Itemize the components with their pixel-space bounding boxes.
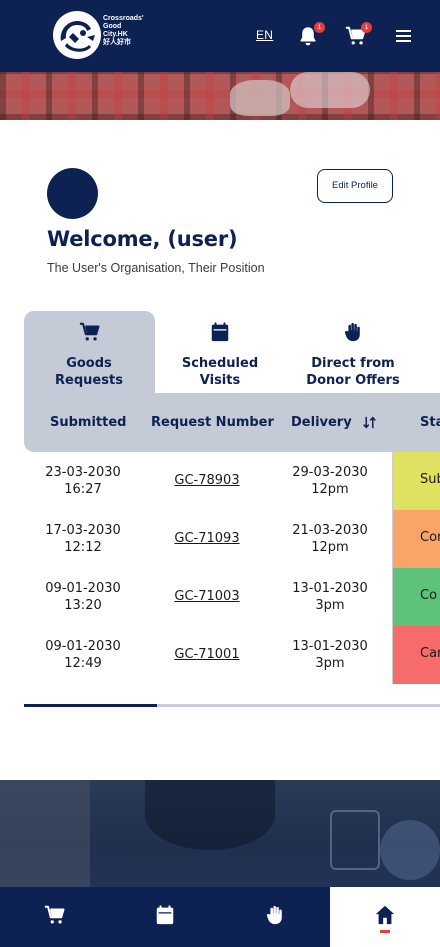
- column-submitted[interactable]: Submitted: [50, 415, 127, 430]
- cart-count-badge: 1: [361, 22, 372, 33]
- delivery-cell: 13-01-2030 3pm: [285, 580, 375, 614]
- submitted-time: 12:12: [64, 540, 102, 555]
- request-number-link[interactable]: GC-71003: [174, 589, 240, 604]
- submitted-cell: 23-03-2030 16:27: [38, 464, 128, 498]
- submitted-time: 12:49: [64, 656, 102, 671]
- status-badge: Co: [392, 568, 440, 626]
- delivery-date: 13-01-2030: [292, 639, 368, 654]
- footer-decoration: [0, 780, 90, 887]
- edit-profile-button[interactable]: Edit Profile: [317, 169, 393, 203]
- submitted-date: 09-01-2030: [45, 639, 121, 654]
- delivery-time: 12pm: [311, 540, 349, 555]
- language-toggle[interactable]: EN: [256, 28, 274, 42]
- tab-scheduled-visits[interactable]: Scheduled Visits: [155, 311, 285, 393]
- active-indicator: [380, 930, 390, 933]
- footer-decoration: [330, 810, 380, 870]
- banner-decoration: [230, 80, 290, 116]
- scrollbar-thumb[interactable]: [24, 704, 157, 707]
- calendar-icon: [156, 905, 174, 925]
- delivery-time: 3pm: [315, 656, 345, 671]
- hamburger-line: [396, 34, 411, 37]
- submitted-time: 16:27: [64, 482, 102, 497]
- tab-goods-requests[interactable]: Goods Requests: [24, 311, 155, 393]
- request-number-link[interactable]: GC-71001: [174, 647, 240, 662]
- horizontal-scrollbar[interactable]: [24, 704, 440, 707]
- delivery-cell: 21-03-2030 12pm: [285, 522, 375, 556]
- submitted-date: 23-03-2030: [45, 465, 121, 480]
- column-delivery[interactable]: Delivery: [291, 415, 377, 430]
- sort-icon[interactable]: [362, 415, 377, 430]
- tab-label: Goods Requests: [55, 356, 123, 388]
- hamburger-line: [396, 39, 411, 42]
- status-text: Cor: [420, 530, 440, 545]
- menu-button[interactable]: [396, 30, 411, 42]
- submitted-cell: 09-01-2030 12:49: [38, 638, 128, 672]
- submitted-date: 09-01-2030: [45, 581, 121, 596]
- submitted-cell: 17-03-2030 12:12: [38, 522, 128, 556]
- app-header: Crossroads' Good City.HK 好人好市 EN 1 1: [0, 0, 440, 72]
- calendar-icon: [211, 322, 229, 342]
- notifications-count-badge: 1: [314, 22, 325, 33]
- dragon-logo-icon: [53, 11, 101, 59]
- column-status[interactable]: Sta: [420, 415, 440, 430]
- submitted-cell: 09-01-2030 13:20: [38, 580, 128, 614]
- status-text: Car: [420, 646, 440, 661]
- footer-decoration: [145, 780, 275, 850]
- banner-decoration: [290, 72, 370, 108]
- status-badge: Car: [392, 626, 440, 684]
- status-text: Sub: [420, 472, 440, 487]
- nav-donor-offers[interactable]: [220, 887, 330, 947]
- table-row[interactable]: 09-01-2030 12:49 GC-71001 13-01-2030 3pm C…: [24, 626, 440, 684]
- bell-icon: [300, 27, 316, 46]
- hamburger-icon: [396, 30, 411, 32]
- home-icon: [375, 905, 395, 925]
- delivery-time: 12pm: [311, 482, 349, 497]
- delivery-cell: 13-01-2030 3pm: [285, 638, 375, 672]
- request-number-link[interactable]: GC-71093: [174, 531, 240, 546]
- cart-icon: [44, 905, 65, 924]
- crossroads-logo[interactable]: Crossroads' Good City.HK 好人好市: [53, 11, 145, 61]
- delivery-time: 3pm: [315, 598, 345, 613]
- footer-image: [0, 780, 440, 887]
- tab-label: Direct from Donor Offers: [306, 356, 400, 388]
- cart-icon: [79, 322, 100, 341]
- logo-text: Crossroads' Good City.HK 好人好市: [103, 15, 144, 46]
- status-badge: Cor: [392, 510, 440, 568]
- submitted-date: 17-03-2030: [45, 523, 121, 538]
- delivery-cell: 29-03-2030 12pm: [285, 464, 375, 498]
- nav-goods-requests[interactable]: [0, 887, 110, 947]
- table-row[interactable]: 09-01-2030 13:20 GC-71003 13-01-2030 3pm C…: [24, 568, 440, 626]
- notifications-button[interactable]: 1: [297, 22, 325, 47]
- column-request-number[interactable]: Request Number: [151, 415, 274, 430]
- nav-scheduled-visits[interactable]: [110, 887, 220, 947]
- tab-label: Scheduled Visits: [181, 356, 259, 388]
- submitted-time: 13:20: [64, 598, 102, 613]
- footer-decoration: [380, 820, 440, 880]
- hand-icon: [266, 905, 282, 925]
- cart-button[interactable]: 1: [345, 22, 372, 47]
- organisation-text: The User's Organisation, Their Position: [47, 261, 265, 275]
- table-header: Submitted Request Number Delivery Sta: [24, 393, 440, 452]
- tab-direct-donor-offers[interactable]: Direct from Donor Offers: [285, 311, 420, 393]
- nav-home[interactable]: [330, 887, 440, 947]
- delivery-date: 21-03-2030: [292, 523, 368, 538]
- status-badge: Sub: [392, 452, 440, 510]
- bottom-navigation: [0, 887, 440, 947]
- avatar: [47, 168, 98, 219]
- delivery-date: 29-03-2030: [292, 465, 368, 480]
- welcome-heading: Welcome, (user): [47, 227, 238, 251]
- request-number-link[interactable]: GC-78903: [174, 473, 240, 488]
- hand-icon: [344, 322, 360, 342]
- delivery-date: 13-01-2030: [292, 581, 368, 596]
- status-text: Co: [420, 588, 438, 603]
- column-delivery-label: Delivery: [291, 415, 352, 430]
- banner-image: [0, 72, 440, 120]
- requests-tabs: Goods Requests Scheduled Visits Direct f…: [24, 311, 440, 393]
